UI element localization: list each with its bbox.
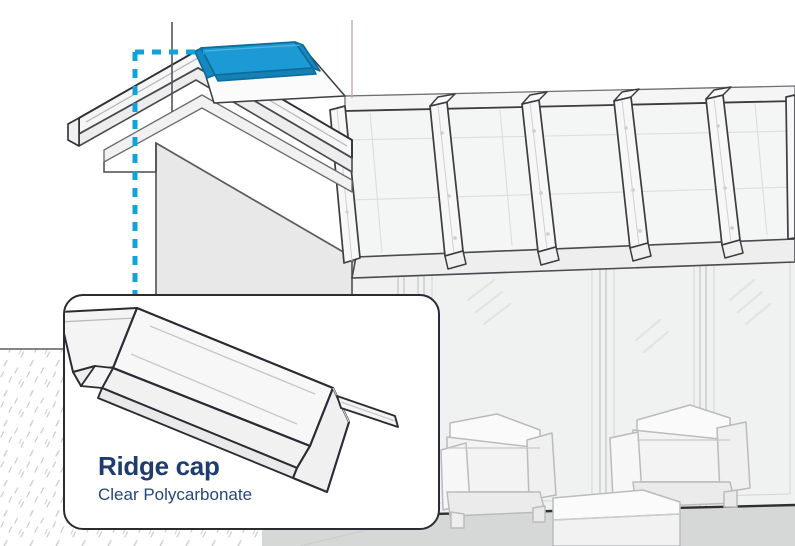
dashed-leader-line (132, 49, 205, 300)
glazing-bar (785, 94, 795, 240)
glazing-bar (705, 86, 744, 259)
glazing-bar (521, 91, 560, 266)
callout-text-block: Ridge cap Clear Polycarbonate (98, 452, 418, 504)
coffee-table (552, 489, 681, 546)
callout-title: Ridge cap (98, 451, 220, 481)
ridge-cap-callout-card: Ridge cap Clear Polycarbonate (63, 294, 440, 530)
callout-subtitle: Clear Polycarbonate (98, 484, 253, 504)
ridge-cap-highlight (194, 41, 321, 82)
glazing-bar (613, 88, 652, 262)
glazing-bar (429, 93, 467, 270)
armchair-left (440, 413, 557, 529)
